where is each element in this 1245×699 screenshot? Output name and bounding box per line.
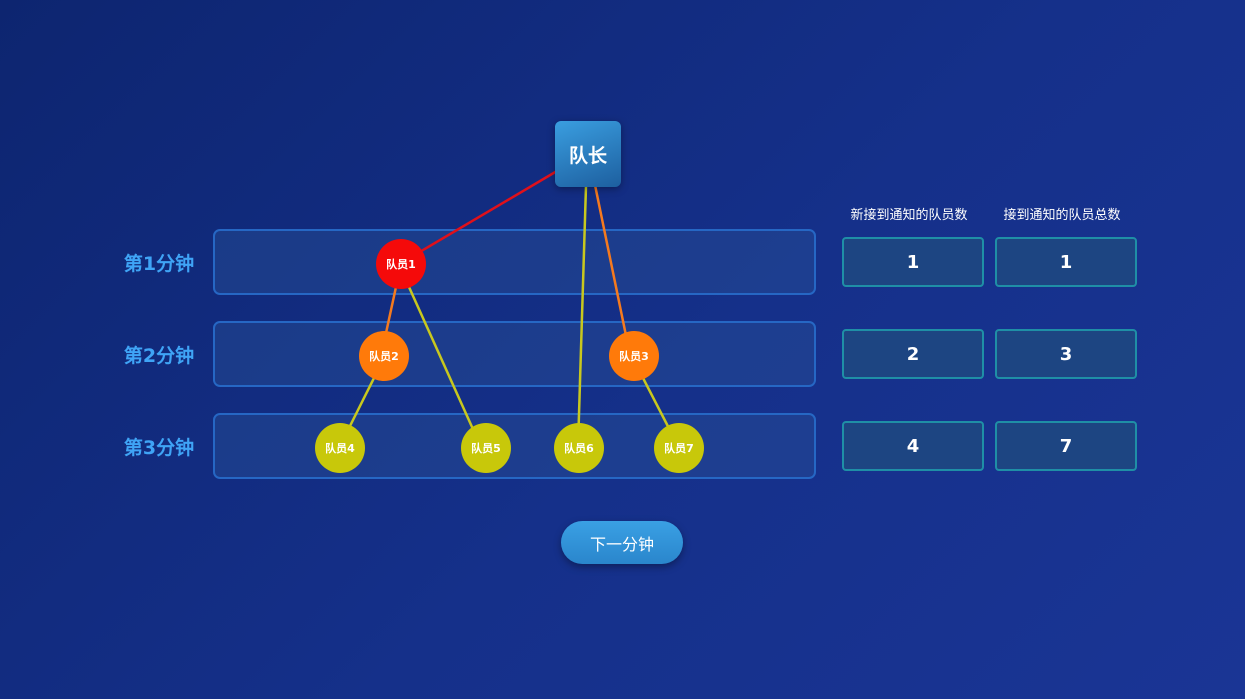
leader-node: 队长 <box>555 121 621 187</box>
new-members-header: 新接到通知的队员数 <box>850 208 968 223</box>
row-label-minute-1: 第1分钟 <box>123 253 195 275</box>
next-minute-button[interactable]: 下一分钟 <box>561 521 683 564</box>
row-label-minute-3: 第3分钟 <box>123 437 195 459</box>
member-node-1: 队员1 <box>376 239 426 289</box>
edge-leader-member6 <box>576 185 588 448</box>
row-label-minute-2: 第2分钟 <box>123 345 195 367</box>
member-node-3: 队员3 <box>609 331 659 381</box>
member-node-6: 队员6 <box>554 423 604 473</box>
member-node-5: 队员5 <box>461 423 511 473</box>
total-count-minute-2: 3 <box>995 329 1137 379</box>
new-count-minute-2: 2 <box>842 329 984 379</box>
minute-1-band <box>213 229 816 295</box>
edge-member1-member5 <box>407 286 483 448</box>
member-node-7: 队员7 <box>654 423 704 473</box>
minute-2-band <box>213 321 816 387</box>
new-count-minute-1: 1 <box>842 237 984 287</box>
edge-member1-member2 <box>384 286 398 334</box>
member-node-4: 队员4 <box>315 423 365 473</box>
edge-leader-member1 <box>400 169 558 265</box>
total-count-minute-3: 7 <box>995 421 1137 471</box>
total-count-minute-1: 1 <box>995 237 1137 287</box>
edge-leader-member3 <box>593 184 632 356</box>
total-members-header: 接到通知的队员总数 <box>1003 208 1121 223</box>
minute-3-band <box>213 413 816 479</box>
new-count-minute-3: 4 <box>842 421 984 471</box>
member-node-2: 队员2 <box>359 331 409 381</box>
